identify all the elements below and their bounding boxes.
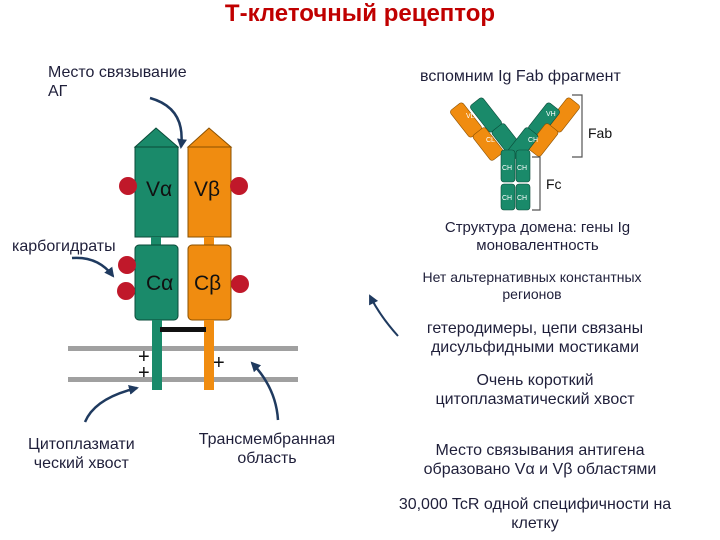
alpha-stalk [152,320,162,390]
charge-plus: + [213,352,225,374]
fab-label: Fab [588,125,612,141]
ig-fc-domain [500,149,516,183]
beta-hinge [204,237,214,245]
carbohydrate-dot [231,275,249,293]
ig-vl-label: VL [466,113,475,120]
charge-plus: + [138,346,150,368]
cytoplasmic-tail-label: Цитоплазмати ческий хвост [28,436,135,473]
note-no-alt-constant: Нет альтернативных константных регионов [422,269,642,302]
fc-bracket [532,156,541,211]
carbohydrate-dot [117,282,135,300]
disulfide-bridge [160,327,206,332]
carbohydrate-dot [119,177,137,195]
alpha-v-domain-tip [133,127,180,148]
v-alpha-label: Vα [146,178,172,201]
ig-fc-label: CH [517,195,527,202]
ig-cl-label: CL [486,137,495,144]
note-domain-structure: Структура домена: гены Ig моновалентност… [444,219,631,254]
ig-fc-label: CH [502,165,512,172]
c-alpha-label: Cα [146,272,173,295]
carbohydrate-dot [230,177,248,195]
note-tcr-count: 30,000 TcR одной специфичности на клетку [398,496,672,533]
ig-fc-domain [500,183,516,211]
ig-ch-label: CH [528,137,538,144]
ig-fc-label: CH [517,165,527,172]
cytoplasmic-tail-arrow [83,384,139,423]
ig-fc-label: CH [502,195,512,202]
alpha-chain [133,127,180,390]
recall-fab-label: вспомним Ig Fab фрагмент [420,68,621,85]
ig-vh-label: VH [546,111,556,118]
heterodimer-arrow [369,294,399,337]
transmembrane-label: Трансмембранная область [198,431,336,468]
carbohydrates-label: карбогидраты [12,238,116,255]
ig-fab-diagram: VL VH CL CH CH CH CH CH [450,97,580,211]
note-heterodimers: гетеродимеры, цепи связаны дисульфидными… [426,320,644,357]
binding-site-label: Место связывание АГ [48,64,187,101]
note-antigen-binding: Место связывания антигена образовано Vα … [423,442,657,479]
ig-fc-domain [515,183,531,211]
alpha-hinge [151,237,161,245]
membrane-top-line [68,346,298,351]
carbohydrates-arrow [71,256,115,278]
binding-site-arrow [149,96,187,149]
beta-stalk [204,320,214,390]
membrane-bottom-line [68,377,298,382]
note-short-tail: Очень короткий цитоплазматический хвост [435,372,635,409]
v-beta-label: Vβ [194,178,220,201]
page-title: Т-клеточный рецептор [224,0,496,27]
alpha-v-domain [134,146,179,238]
beta-v-domain-tip [186,127,233,148]
transmembrane-arrow [250,361,280,421]
charge-plus: + [138,362,150,384]
ig-cl-domain [472,127,504,161]
fc-label: Fc [546,176,562,192]
c-beta-label: Cβ [194,272,221,295]
beta-chain [186,127,233,390]
carbohydrate-dot [118,256,136,274]
fab-bracket [572,94,583,158]
ig-fc-domain [515,149,531,183]
